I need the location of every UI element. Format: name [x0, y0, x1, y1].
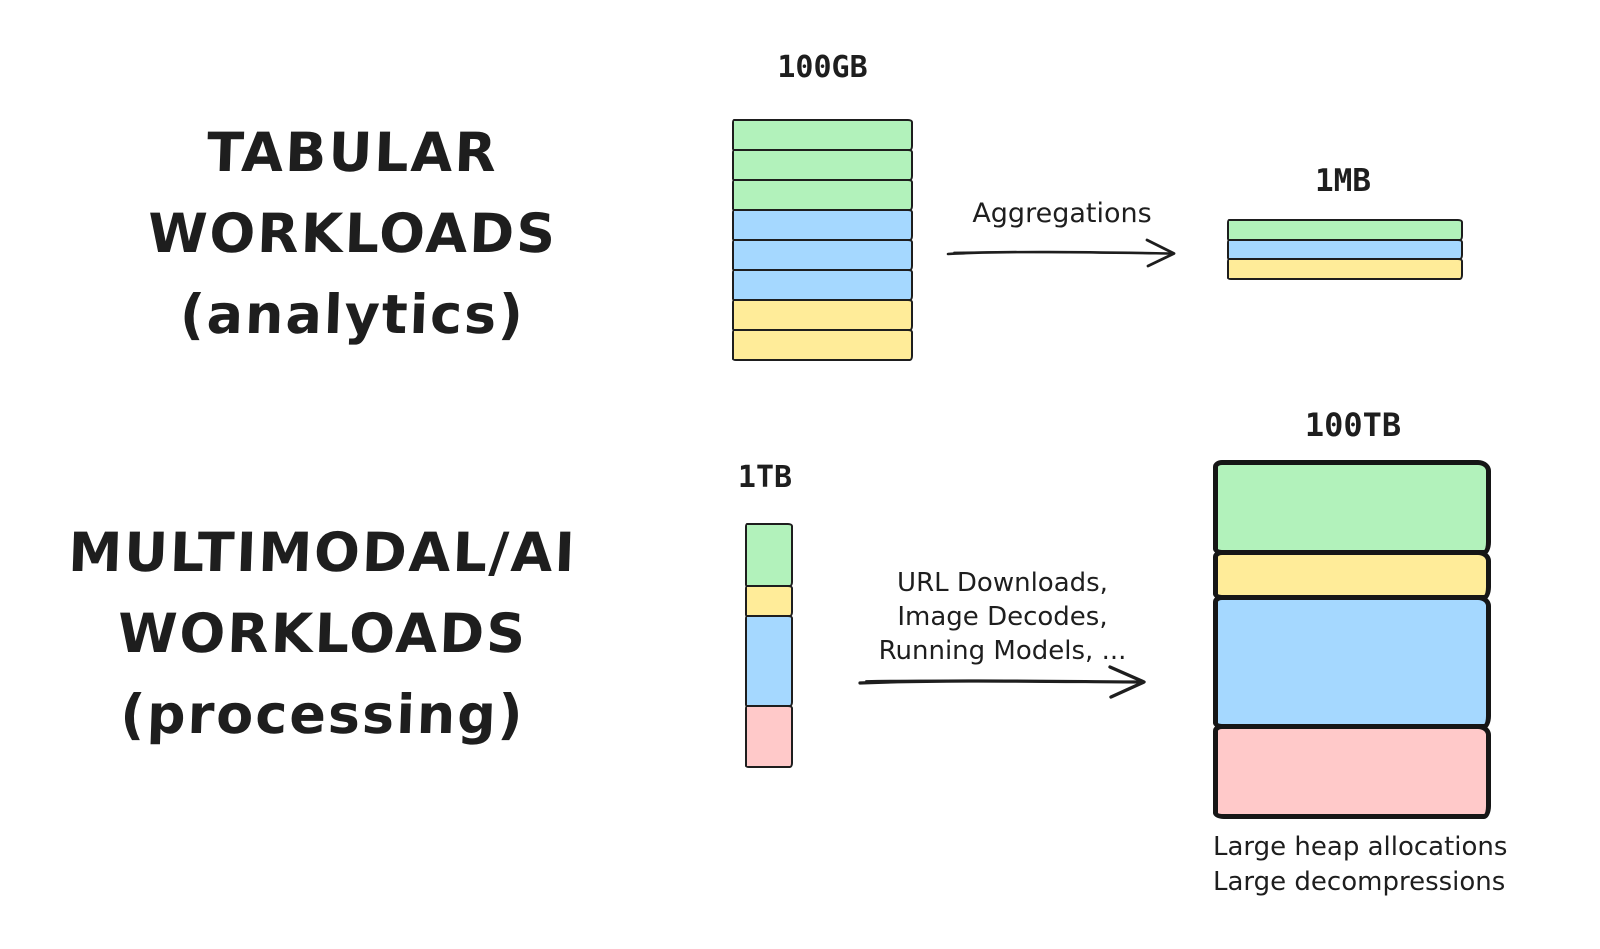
blue-segment — [732, 239, 913, 271]
processing-arrow-label-line1: URL Downloads, — [897, 568, 1108, 598]
multimodal-target-bar-100tb — [1213, 460, 1491, 819]
multimodal-workloads-title: MULTIMODAL/AI WORKLOADS (processing) — [60, 512, 585, 755]
tabular-workloads-title: TABULAR WORKLOADS (analytics) — [100, 112, 605, 355]
processing-arrow-label-line2: Image Decodes, — [897, 602, 1108, 632]
blue-segment — [1213, 595, 1491, 729]
tabular-target-bar-1mb — [1227, 219, 1463, 280]
green-segment — [732, 149, 913, 181]
source-size-label-100gb: 100GB — [777, 50, 868, 85]
tabular-title-line1: TABULAR — [205, 121, 500, 184]
blue-segment — [732, 269, 913, 301]
blue-segment — [745, 615, 793, 707]
tabular-title-line2: WORKLOADS — [146, 202, 559, 265]
tabular-source-bar-100gb — [732, 119, 913, 361]
multimodal-title-line1: MULTIMODAL/AI — [67, 521, 578, 584]
yellow-segment — [732, 299, 913, 331]
target-size-label-1mb: 1MB — [1315, 163, 1371, 199]
green-segment — [1213, 460, 1491, 555]
processing-arrow-label: URL Downloads, Image Decodes, Running Mo… — [850, 566, 1155, 668]
caption-line1: Large heap allocations — [1213, 832, 1508, 862]
green-segment — [1227, 219, 1463, 241]
yellow-segment — [745, 585, 793, 617]
multimodal-title-line3: (processing) — [119, 683, 526, 746]
aggregations-arrow-label: Aggregations — [972, 198, 1152, 229]
target-size-label-100tb: 100TB — [1304, 406, 1402, 444]
yellow-segment — [1227, 258, 1463, 280]
pink-segment — [745, 705, 793, 768]
green-segment — [732, 179, 913, 211]
yellow-segment — [732, 329, 913, 361]
multimodal-caption: Large heap allocations Large decompressi… — [1213, 830, 1523, 900]
pink-segment — [1213, 724, 1491, 819]
processing-arrow-label-line3: Running Models, ... — [878, 636, 1127, 666]
processing-arrow — [858, 665, 1146, 699]
yellow-segment — [1213, 550, 1491, 600]
tabular-title-line3: (analytics) — [178, 283, 527, 346]
multimodal-source-bar-1tb — [745, 523, 793, 768]
blue-segment — [1227, 239, 1463, 260]
source-size-label-1tb: 1TB — [737, 460, 793, 495]
green-segment — [732, 119, 913, 151]
multimodal-title-line2: WORKLOADS — [116, 602, 529, 665]
aggregations-arrow — [946, 238, 1176, 268]
caption-line2: Large decompressions — [1213, 867, 1506, 897]
blue-segment — [732, 209, 913, 241]
green-segment — [745, 523, 793, 587]
